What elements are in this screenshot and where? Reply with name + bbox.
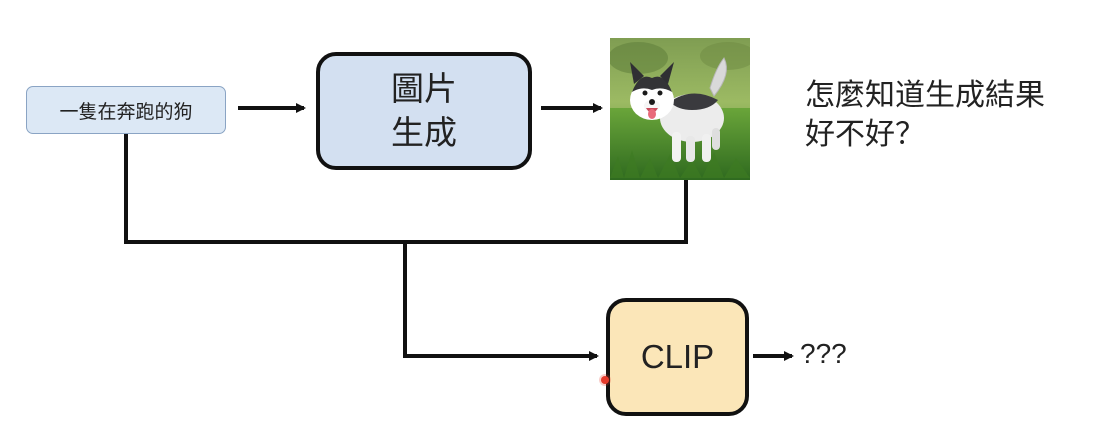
pointer-cursor-dot (601, 376, 609, 384)
clip-box: CLIP (606, 298, 749, 416)
question-line1: 怎麼知道生成結果 (805, 78, 1045, 113)
quality-question-text: 怎麼知道生成結果 好不好？ (805, 76, 1045, 154)
generator-label-line1: 圖片 (391, 69, 457, 108)
output-label: ??? (800, 338, 847, 369)
arrow-junction-to-clip (403, 242, 599, 361)
prompt-label: 一隻在奔跑的狗 (59, 100, 193, 123)
generator-label-line2: 生成 (391, 113, 457, 152)
generated-dog-image (610, 38, 750, 180)
prompt-text-box: 一隻在奔跑的狗 (26, 86, 226, 134)
image-generation-box: 圖片 生成 (316, 52, 532, 170)
clip-label: CLIP (640, 338, 715, 375)
question-line2: 好不好？ (805, 117, 925, 152)
